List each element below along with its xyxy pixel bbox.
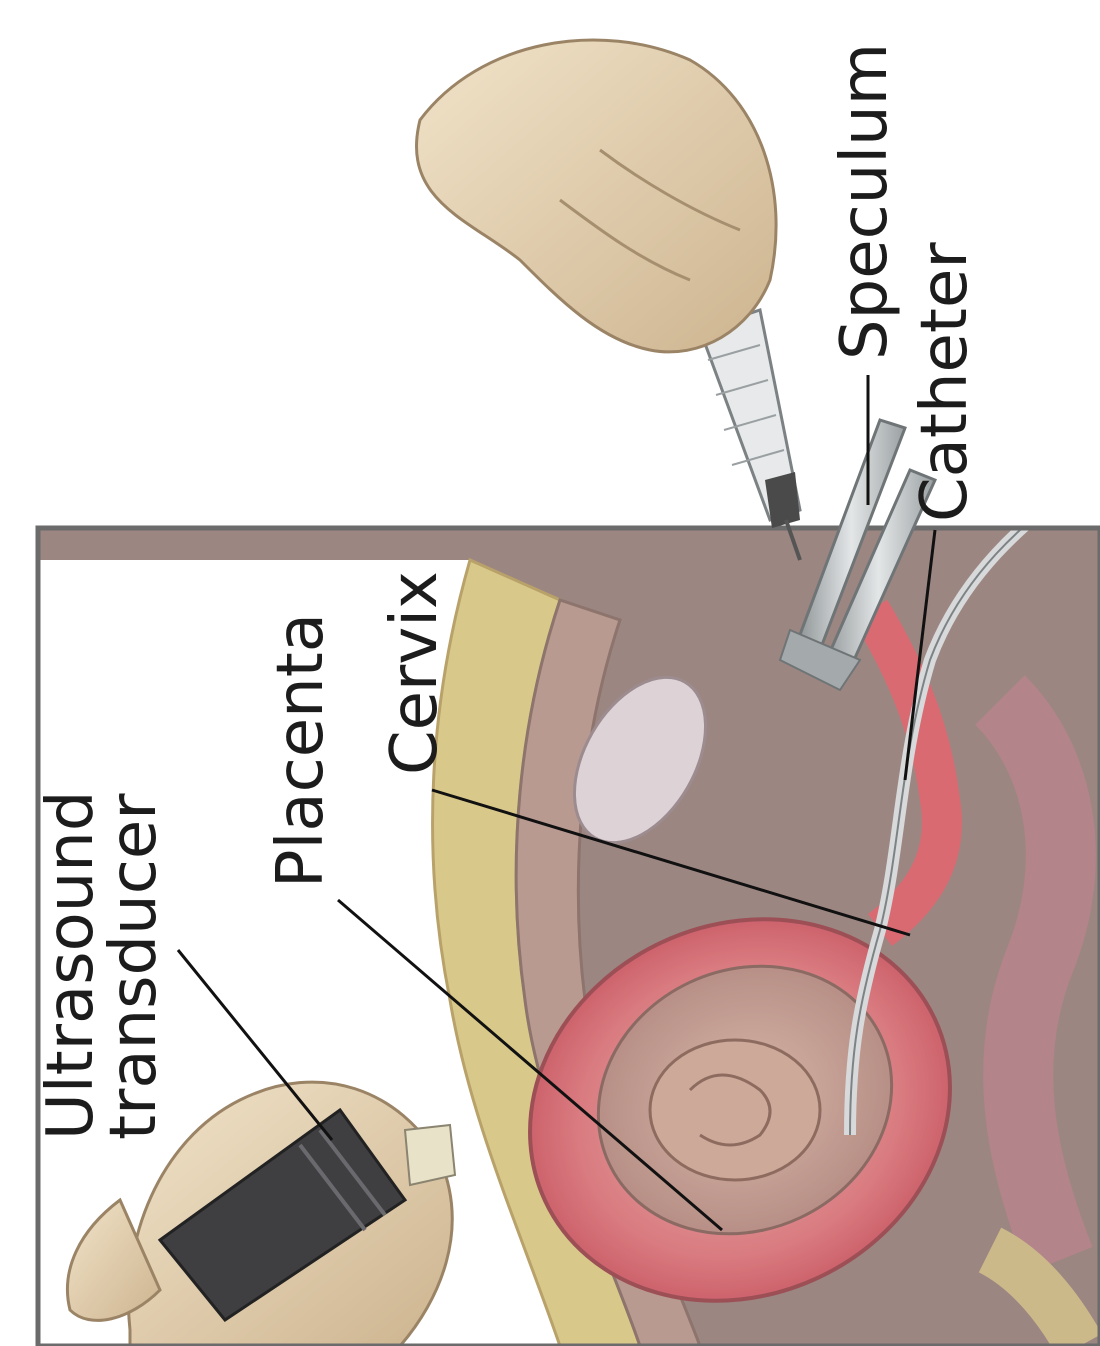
label-cervix: Cervix (378, 571, 452, 775)
label-speculum: Speculum (828, 43, 902, 360)
fetus (650, 1040, 820, 1180)
label-ultrasound-line2: transducer (97, 793, 171, 1140)
syringe (700, 310, 800, 560)
label-catheter: Catheter (908, 242, 982, 522)
label-placenta: Placenta (264, 613, 338, 888)
hand-upper (416, 40, 776, 352)
